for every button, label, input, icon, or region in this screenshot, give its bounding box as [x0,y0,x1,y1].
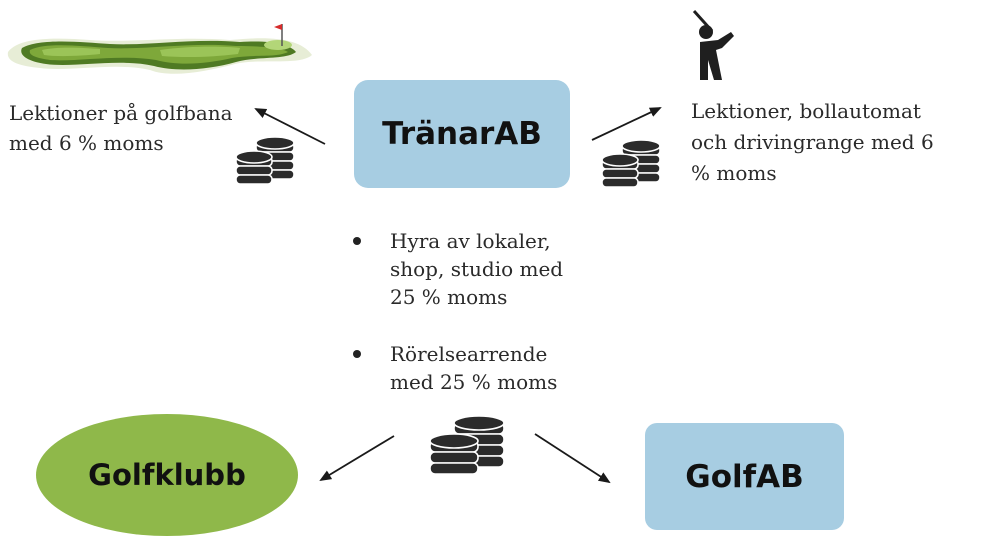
arrow-to-left-text [254,108,326,145]
arrow-to-golfklubb [319,435,395,482]
flag-icon [274,24,283,46]
bullet-icon [353,237,361,245]
coin-stack-icon [429,415,505,475]
tranarab-node: TränarAB [354,80,570,188]
service-text: Rörelsearrende med 25 % moms [390,342,558,394]
arrow-to-right-text [591,107,662,141]
service-text: Hyra av lokaler, shop, studio med 25 % m… [390,229,564,309]
coin-stack-icon [601,139,661,188]
golfab-node: GolfAB [645,423,844,530]
arrow-to-golfab [534,433,611,484]
tranarab-label: TränarAB [382,116,542,152]
left-description: Lektioner på golfbana med 6 % moms [9,101,233,155]
golfer-icon [692,9,734,80]
right-description: Lektioner, bollautomat och drivingrange … [691,99,934,185]
golfklubb-node: Golfklubb [36,414,298,536]
bullet-icon [353,350,361,358]
coin-stack-icon [235,136,295,185]
golf-course-icon [7,24,312,74]
golfklubb-label: Golfklubb [88,458,246,492]
golfab-label: GolfAB [685,458,804,495]
